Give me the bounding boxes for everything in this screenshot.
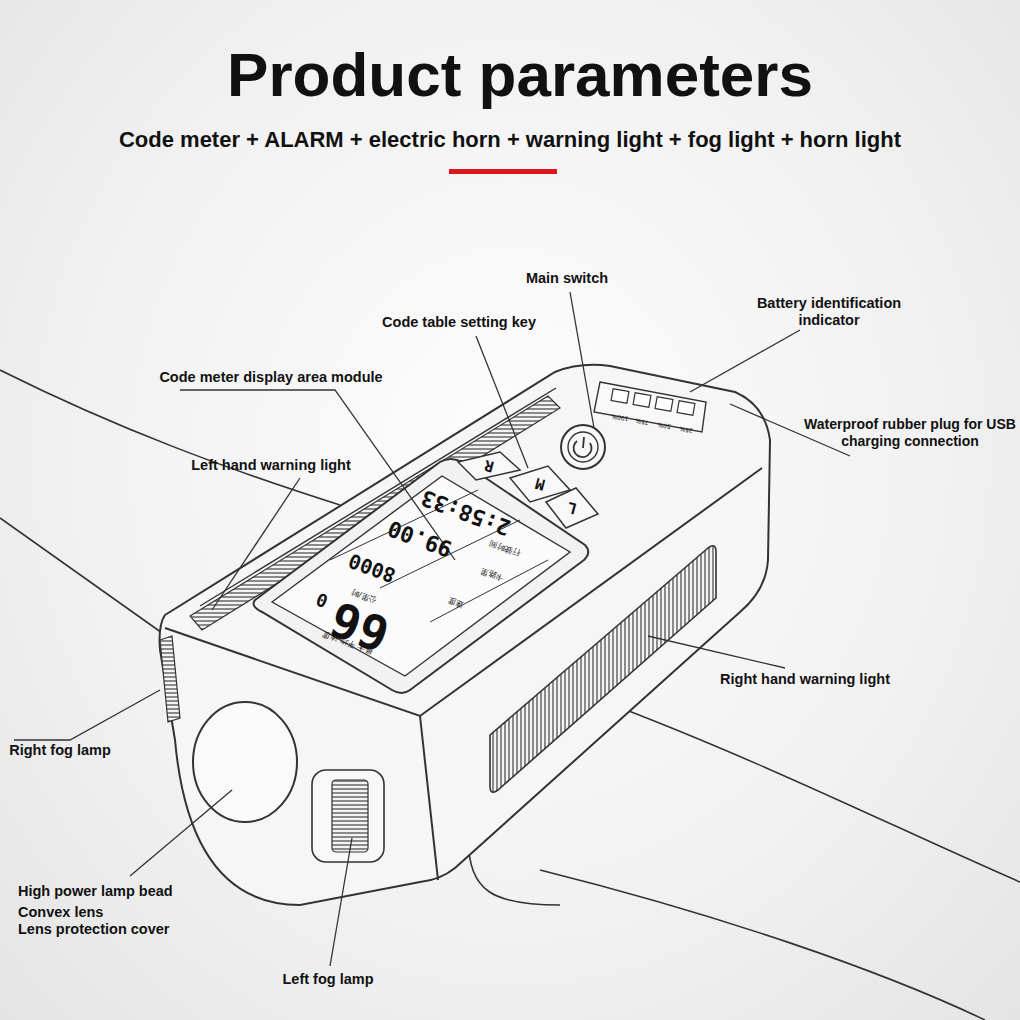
lcd-caption: 行驶时间 (488, 538, 521, 558)
part-label: Code table setting key (382, 314, 536, 331)
part-label: Main switch (526, 270, 608, 287)
part-label: Convex lens (18, 904, 103, 921)
part-label: Battery identification indicator (734, 295, 924, 330)
lcd-reading: 0 (313, 588, 331, 612)
part-label: Left hand warning light (191, 457, 351, 474)
part-label: Waterproof rubber plug for USB charging … (804, 416, 1016, 450)
key-letter: M (533, 474, 546, 494)
part-label: Left fog lamp (282, 971, 373, 988)
lcd-caption: 卡路里 (479, 565, 505, 582)
part-label: Lens protection cover (18, 921, 169, 938)
lcd-reading: 8000 (345, 548, 398, 587)
subtitle: Code meter + ALARM + electric horn + war… (119, 127, 901, 153)
lcd-speed: 66 (323, 589, 397, 663)
part-label: Code meter display area module (159, 369, 382, 386)
key-letter: L (565, 498, 578, 518)
title: Product parameters (227, 38, 813, 112)
part-label: Right fog lamp (9, 742, 111, 759)
battery-level: 100% (611, 413, 629, 423)
part-label: High power lamp bead (18, 883, 173, 900)
accent-bar (449, 169, 557, 174)
battery-level: 75% (635, 417, 649, 426)
battery-level: 50% (657, 421, 671, 430)
lcd-caption: 速度 (447, 595, 465, 609)
leader-lines (14, 292, 850, 966)
device-body (160, 365, 770, 905)
battery-level: 25% (679, 425, 693, 434)
lcd-reading: 99.00 (384, 514, 455, 561)
key-letter: R (482, 456, 495, 476)
part-label: Right hand warning light (720, 671, 890, 688)
